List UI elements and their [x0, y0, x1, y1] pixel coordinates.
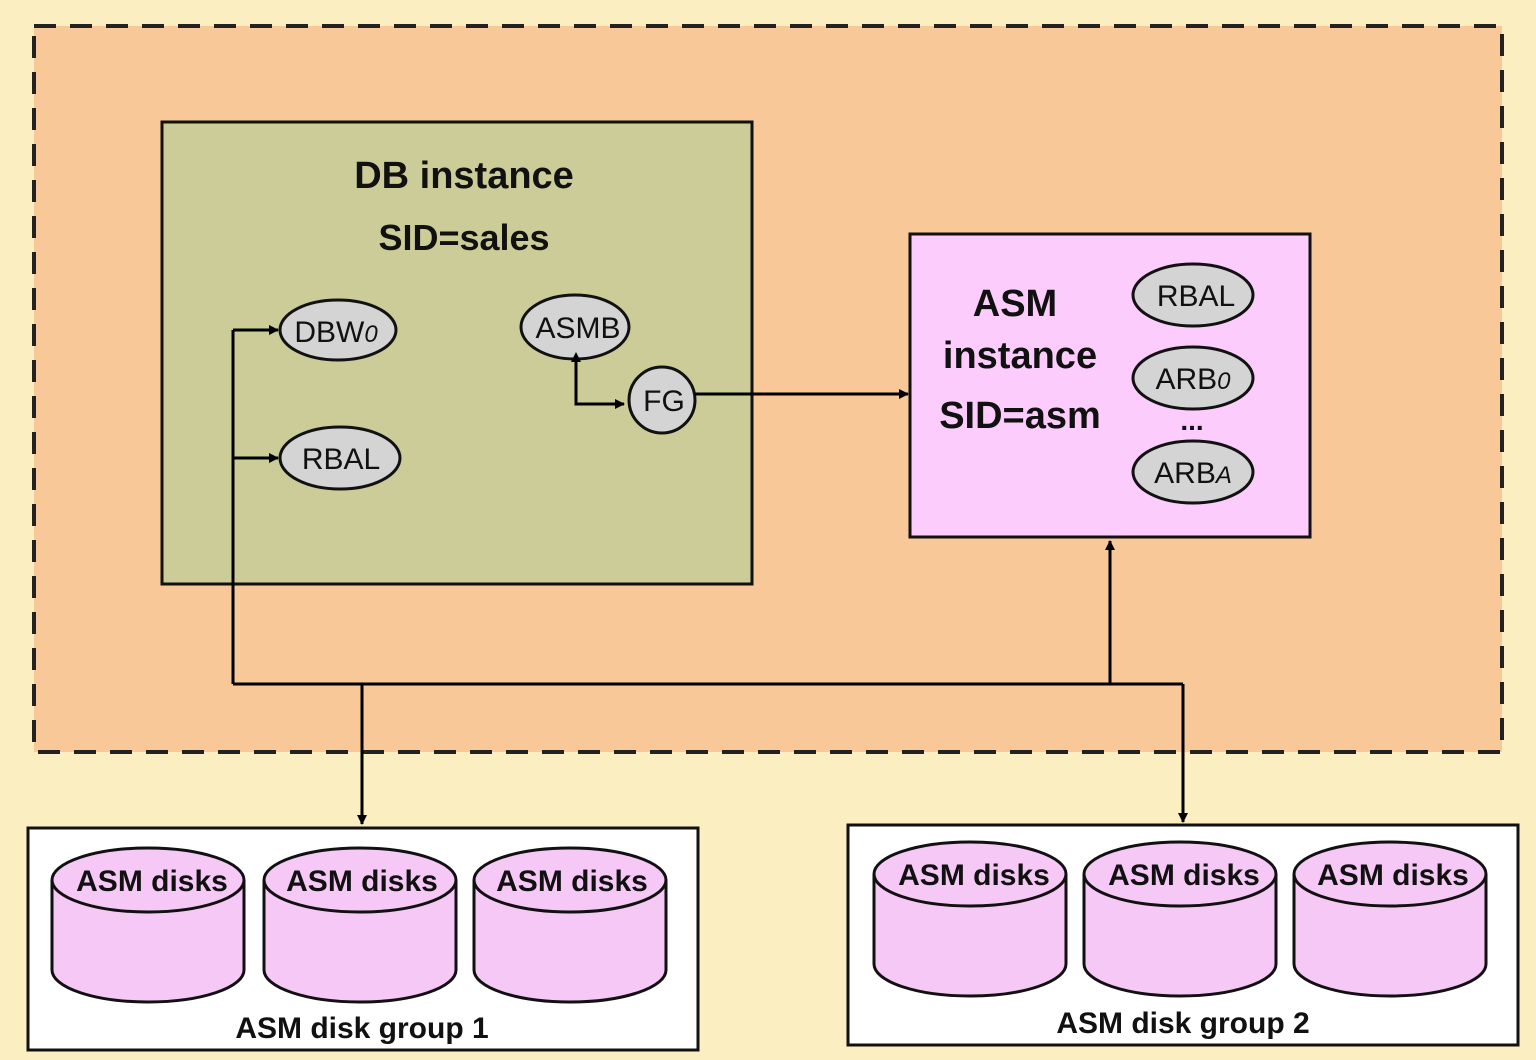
process-asmb-label: ASMB: [535, 312, 620, 345]
process-dbw0-label: DBW: [294, 316, 365, 349]
process-arb0: ARB0: [1131, 345, 1255, 411]
disk-group-1: ASM disks ASM disks ASM disks ASM disk g…: [26, 826, 700, 1052]
asm-process-ellipsis: ...: [1180, 405, 1203, 436]
disk-label: ASM disks: [898, 859, 1050, 892]
asm-instance-sid: SID=asm: [939, 395, 1101, 437]
process-asmb: ASMB: [519, 293, 631, 361]
disk-label: ASM disks: [1108, 859, 1260, 892]
asm-instance-box: ASM instance SID=asm RBAL ARB0 ... ARBA: [908, 232, 1312, 539]
process-arba-subscript: A: [1214, 462, 1232, 489]
process-fg-label: FG: [643, 385, 685, 418]
disk-group-1-label: ASM disk group 1: [235, 1012, 488, 1045]
process-dbw0: DBW0: [278, 298, 398, 362]
process-rbal-asm-label: RBAL: [1157, 280, 1235, 313]
disk-label: ASM disks: [286, 865, 438, 898]
disk-cylinder: ASM disks: [872, 840, 1068, 998]
asm-instance-title-line2: instance: [943, 335, 1097, 377]
disk-cylinder: ASM disks: [50, 846, 246, 1004]
disk-cylinder: ASM disks: [472, 846, 668, 1004]
process-dbw0-subscript: 0: [364, 321, 378, 348]
asm-instance-title-line1: ASM: [973, 283, 1057, 325]
process-rbal-db-label: RBAL: [302, 443, 380, 476]
disk-cylinder: ASM disks: [1082, 840, 1278, 998]
disk-group-2: ASM disks ASM disks ASM disks ASM disk g…: [846, 823, 1520, 1047]
process-fg: FG: [627, 365, 697, 435]
io-connectors: [231, 325, 1188, 825]
process-arba: ARBA: [1131, 439, 1255, 505]
svg-text:ARBA: ARBA: [1154, 457, 1232, 490]
disk-cylinder: ASM disks: [262, 846, 458, 1004]
process-arb0-subscript: 0: [1217, 368, 1231, 395]
process-rbal-db: RBAL: [278, 425, 402, 491]
process-rbal-asm: RBAL: [1131, 262, 1255, 328]
asmb-fg-connector: [571, 352, 625, 409]
svg-text:DBW0: DBW0: [294, 316, 378, 349]
svg-text:ARB0: ARB0: [1155, 363, 1231, 396]
process-arba-label: ARB: [1154, 457, 1216, 490]
disk-group-2-label: ASM disk group 2: [1056, 1007, 1309, 1040]
db-instance-sid: SID=sales: [378, 217, 549, 258]
db-instance-box: DB instance SID=sales DBW0 RBAL ASMB FG: [160, 120, 754, 586]
disk-label: ASM disks: [1317, 859, 1469, 892]
disk-label: ASM disks: [496, 865, 648, 898]
process-arb0-label: ARB: [1155, 363, 1217, 396]
disk-cylinder: ASM disks: [1292, 840, 1488, 998]
disk-label: ASM disks: [76, 865, 228, 898]
db-instance-title: DB instance: [354, 155, 574, 197]
